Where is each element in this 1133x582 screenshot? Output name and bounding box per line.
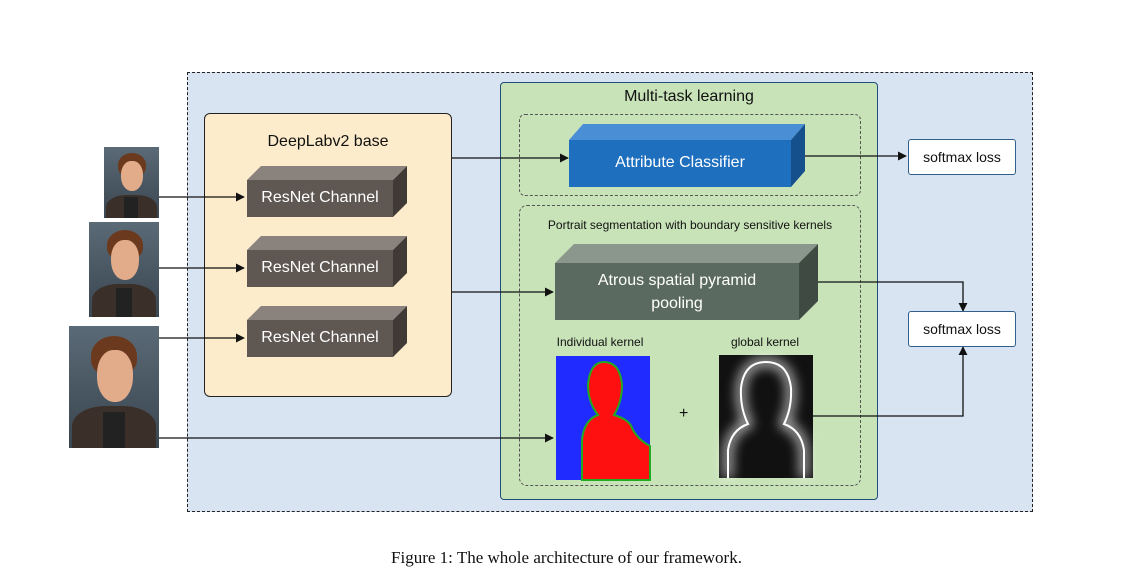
- multitask-title: Multi-task learning: [624, 88, 754, 105]
- individual-kernel-mask: [556, 356, 651, 481]
- resnet-label-2: ResNet Channel: [261, 259, 379, 276]
- aspp-label-line1: Atrous spatial pyramid: [597, 272, 757, 289]
- global-kernel-map: [719, 355, 813, 478]
- resnet-block-3: [247, 306, 407, 357]
- portrait-photo-medium: [89, 222, 159, 317]
- connectors: [159, 151, 968, 443]
- figure-caption: Figure 1: The whole architecture of our …: [391, 548, 742, 567]
- resnet-label-3: ResNet Channel: [261, 329, 379, 346]
- resnet-label-1: ResNet Channel: [261, 189, 379, 206]
- segmentation-dashed-group: [519, 205, 861, 486]
- softmax-loss-top: softmax loss: [908, 139, 1016, 175]
- aspp-label-line2: pooling: [651, 295, 703, 312]
- arrow-aspp-to-softmax: [818, 281, 968, 312]
- attribute-classifier-label: Attribute Classifier: [615, 154, 745, 171]
- segmentation-title: Portrait segmentation with boundary sens…: [547, 218, 833, 232]
- resnet-block-2: [247, 236, 407, 287]
- attribute-dashed-group: [519, 114, 861, 196]
- portrait-photo-small: [104, 147, 159, 218]
- individual-kernel-label: Individual kernel: [556, 335, 644, 349]
- portrait-photo-large: [69, 326, 159, 448]
- attribute-classifier-block: [569, 124, 805, 187]
- resnet-block-1: [247, 166, 407, 217]
- softmax-loss-bottom: softmax loss: [908, 311, 1016, 347]
- global-kernel-label: global kernel: [730, 335, 800, 349]
- aspp-block: [555, 244, 818, 320]
- arrow-kernel-to-softmax: [813, 346, 968, 417]
- plus-sign: +: [679, 405, 689, 422]
- deeplab-title: DeepLabv2 base: [267, 133, 389, 150]
